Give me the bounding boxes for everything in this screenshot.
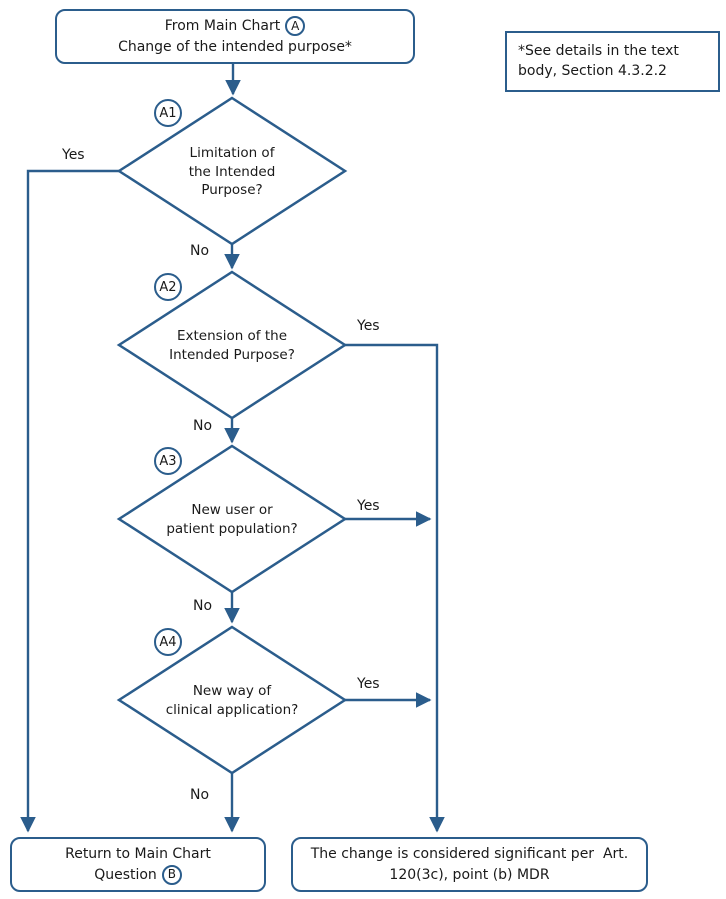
diamond-a3-shape [116, 444, 348, 594]
badge-a2: A2 [154, 273, 182, 301]
diamond-a2-shape [116, 270, 348, 420]
return-node-line1: Return to Main Chart [65, 846, 211, 863]
diamond-a3-text: New user or patient population? [166, 502, 298, 537]
label-a2-no: No [193, 418, 213, 434]
label-a3-no: No [193, 598, 213, 614]
diamond-a2-text: Extension of the Intended Purpose? [169, 328, 295, 363]
start-node-title: From Main Chart [164, 18, 281, 35]
return-node-line2: Question B [94, 864, 182, 885]
badge-b: B [161, 864, 182, 885]
label-a4-yes: Yes [357, 676, 380, 692]
diamond-a4-shape [116, 625, 348, 775]
connector-a1-yes-to-return [20, 169, 119, 833]
start-node: From Main Chart A Change of the intended… [55, 9, 415, 64]
badge-a1: A1 [154, 99, 182, 127]
note-text: *See details in the text body, Section 4… [518, 43, 679, 79]
diamond-a4-text: New way of clinical application? [165, 683, 299, 718]
badge-a4: A4 [154, 628, 182, 656]
return-node: Return to Main Chart Question B [10, 837, 266, 892]
badge-a: A [285, 16, 306, 37]
label-a3-yes: Yes [357, 498, 380, 514]
note-box: *See details in the text body, Section 4… [505, 31, 720, 93]
badge-a3: A3 [154, 447, 182, 475]
significant-node-text: The change is considered significant per… [310, 846, 629, 883]
label-a2-yes: Yes [357, 318, 380, 334]
label-a1-no: No [190, 243, 210, 259]
label-a1-yes: Yes [62, 147, 85, 163]
significant-node: The change is considered significant per… [291, 837, 648, 892]
start-node-line1: From Main Chart A [164, 16, 306, 37]
diamond-a1-shape [116, 96, 348, 246]
diamond-a1-text: Limitation of the Intended Purpose? [188, 145, 276, 199]
return-node-question: Question [94, 866, 157, 883]
label-a4-no: No [190, 787, 210, 803]
start-node-line2: Change of the intended purpose* [118, 38, 352, 55]
connector-a2-yes-to-significant [345, 343, 445, 833]
